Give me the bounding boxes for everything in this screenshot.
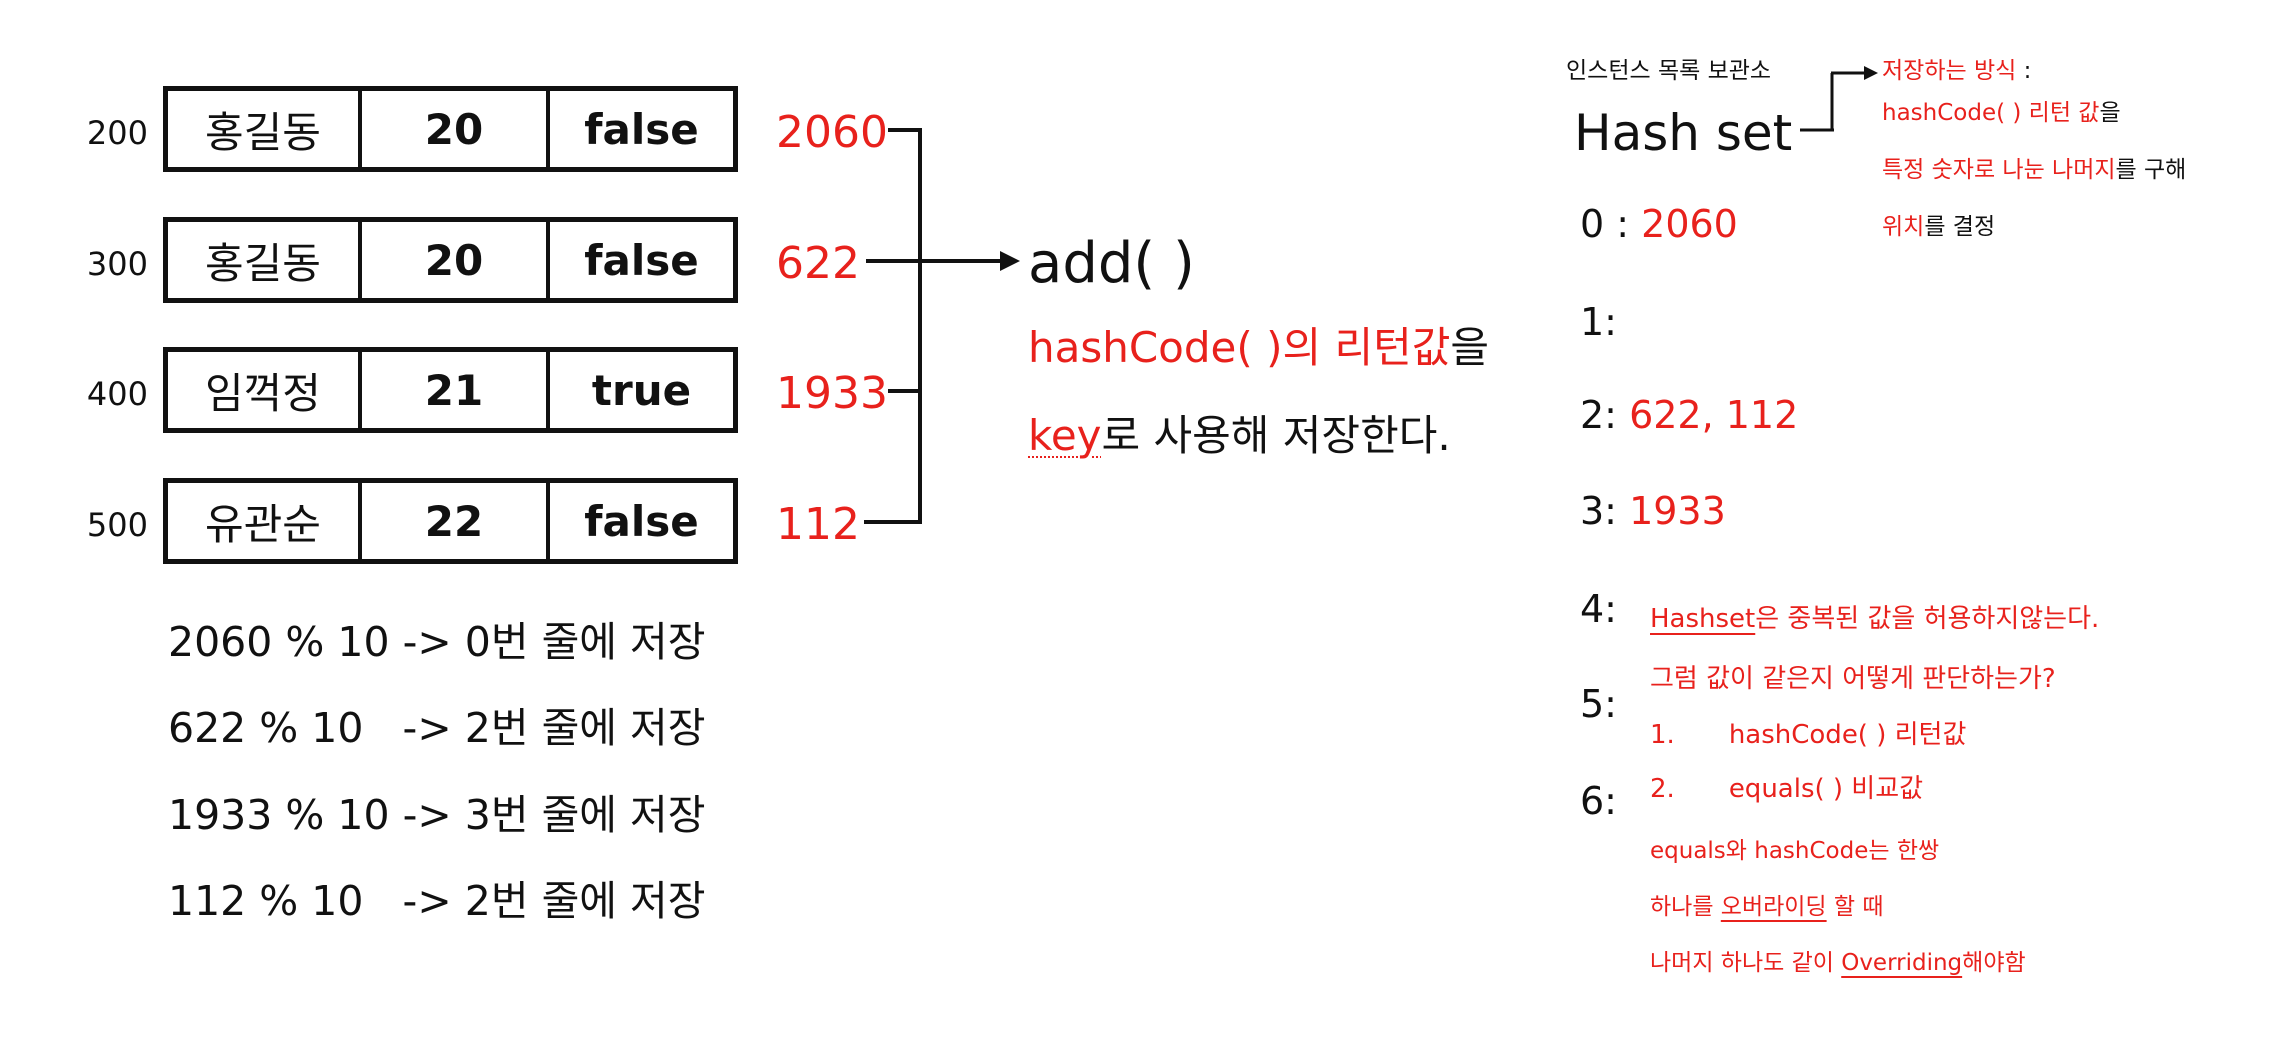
- note-rest: 은 중복된 값을 허용하지않는다.: [1755, 604, 2100, 634]
- method-note-black: 를 결정: [1924, 214, 1996, 240]
- record-flag: false: [584, 496, 699, 546]
- record-hash: 2060: [776, 107, 888, 158]
- note-overriding-word: Overriding: [1841, 950, 1963, 976]
- hashset-slot-3: 3: 1933: [1580, 492, 1726, 530]
- method-note-red: 저장하는 방식: [1882, 58, 2017, 84]
- note-override-both: 나머지 하나도 같이 Overriding해야함: [1650, 952, 2026, 975]
- slot-label: 4:: [1580, 587, 1617, 631]
- method-note-red: 특정 숫자로 나눈 나머지: [1882, 157, 2116, 183]
- note-question: 그럼 값이 같은지 어떻게 판단하는가?: [1650, 664, 2056, 694]
- slot-label: 1:: [1580, 300, 1617, 344]
- note-item-number: 2.: [1650, 774, 1675, 804]
- record-address: 500: [86, 506, 148, 544]
- add-rest-text: 로 사용해 저장한다.: [1101, 411, 1451, 460]
- record-address: 300: [86, 245, 148, 283]
- note-item-2: 2. equals( ) 비교값: [1650, 776, 1923, 802]
- record-row: 유관순 22 false: [163, 478, 738, 564]
- method-note-line3: 특정 숫자로 나눈 나머지를 구해: [1882, 159, 2186, 182]
- slot-value: 1933: [1629, 489, 1726, 533]
- record-flag: false: [584, 235, 699, 285]
- calc-line: 1933 % 10 -> 3번 줄에 저장: [168, 791, 706, 839]
- hashset-slot-6: 6:: [1580, 782, 1617, 820]
- add-hashcode-text: hashCode( )의 리턴값: [1028, 323, 1451, 372]
- record-name: 유관순: [168, 483, 362, 559]
- method-note-line1: 저장하는 방식 :: [1882, 60, 2031, 83]
- arrow-head-icon: [1000, 251, 1020, 271]
- note-override-post: 할 때: [1826, 894, 1884, 920]
- calc-line: 622 % 10 -> 2번 줄에 저장: [168, 704, 706, 752]
- slot-value: 2060: [1641, 202, 1738, 246]
- method-note-red: hashCode( ) 리턴 값: [1882, 100, 2100, 126]
- record-address: 400: [86, 375, 148, 413]
- method-note-line4: 위치를 결정: [1882, 216, 1995, 239]
- record-row: 홍길동 20 false: [163, 86, 738, 172]
- note-override-post: 해야함: [1962, 950, 2026, 976]
- slot-label: 2:: [1580, 393, 1630, 437]
- note-pair: equals와 hashCode는 한쌍: [1650, 838, 1940, 864]
- note-no-duplicates: Hashset은 중복된 값을 허용하지않는다.: [1650, 606, 2099, 632]
- record-row: 임꺽정 21 true: [163, 347, 738, 433]
- slot-label: 5:: [1580, 682, 1617, 726]
- hashset-slot-1: 1:: [1580, 303, 1617, 341]
- slot-value: 622, 112: [1629, 393, 1799, 437]
- note-override-one: 하나를 오버라이딩 할 때: [1650, 896, 1884, 919]
- slot-label: 6:: [1580, 779, 1617, 823]
- record-hash: 1933: [776, 368, 888, 419]
- note-item-text: equals( ) 비교값: [1728, 774, 1924, 804]
- calc-line: 112 % 10 -> 2번 줄에 저장: [168, 877, 706, 925]
- add-description-line2: key로 사용해 저장한다.: [1028, 415, 1451, 457]
- record-name: 홍길동: [168, 91, 362, 167]
- record-row: 홍길동 20 false: [163, 217, 738, 303]
- calc-line: 2060 % 10 -> 0번 줄에 저장: [168, 618, 706, 666]
- note-item-text: hashCode( ) 리턴값: [1728, 720, 1967, 750]
- method-note-red: 위치: [1882, 214, 1925, 240]
- note-override-word: 오버라이딩: [1720, 894, 1827, 920]
- method-note-black: 을: [2099, 100, 2121, 126]
- add-description-line1: hashCode( )의 리턴값을: [1028, 327, 1489, 369]
- record-name: 홍길동: [168, 222, 362, 298]
- method-note-black: :: [2016, 58, 2032, 84]
- note-override-pre: 나머지 하나도 같이: [1650, 950, 1842, 976]
- hashset-slot-4: 4:: [1580, 590, 1617, 628]
- record-address: 200: [86, 114, 148, 152]
- record-age: 20: [362, 91, 550, 167]
- note-hashset-word: Hashset: [1650, 604, 1756, 634]
- hashset-slot-2: 2: 622, 112: [1580, 396, 1798, 434]
- record-age: 20: [362, 222, 550, 298]
- record-hash: 112: [776, 499, 860, 550]
- method-note-line2: hashCode( ) 리턴 값을: [1882, 102, 2121, 125]
- add-method-label: add( ): [1028, 231, 1195, 296]
- method-note-black: 를 구해: [2115, 157, 2187, 183]
- bracket-connector: [864, 128, 922, 524]
- record-flag: false: [584, 104, 699, 154]
- hashset-arrow-head-icon: [1864, 66, 1878, 80]
- hashset-caption: 인스턴스 목록 보관소: [1566, 58, 1772, 84]
- record-age: 21: [362, 352, 550, 428]
- hashset-title: Hash set: [1574, 104, 1793, 162]
- add-key-text: key: [1028, 411, 1102, 460]
- record-name: 임꺽정: [168, 352, 362, 428]
- slot-label: 0 :: [1580, 202, 1642, 246]
- note-item-1: 1. hashCode( ) 리턴값: [1650, 722, 1966, 748]
- add-particle-text: 을: [1450, 323, 1490, 372]
- hashset-slot-0: 0 : 2060: [1580, 205, 1738, 243]
- hashset-slot-5: 5:: [1580, 685, 1617, 723]
- slot-label: 3:: [1580, 489, 1630, 533]
- record-hash: 622: [776, 238, 860, 289]
- record-age: 22: [362, 483, 550, 559]
- record-flag: true: [591, 365, 692, 415]
- note-item-number: 1.: [1650, 720, 1675, 750]
- note-override-pre: 하나를: [1650, 894, 1721, 920]
- hashset-connector: [1800, 71, 1866, 132]
